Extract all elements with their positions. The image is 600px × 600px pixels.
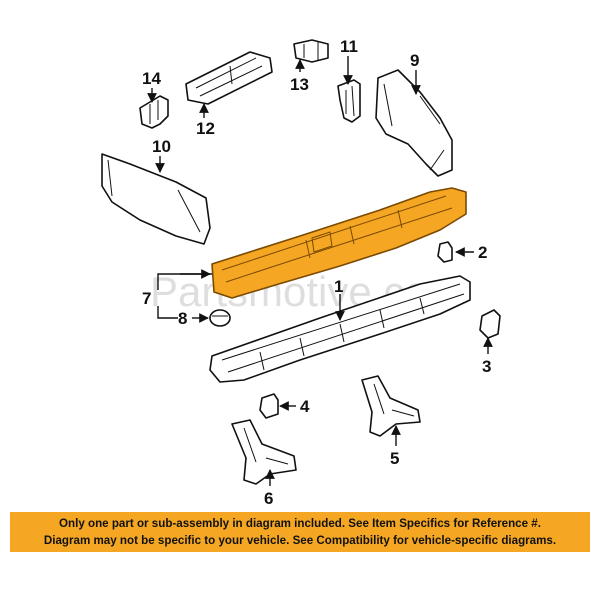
parts-diagram: Partsmotive.com xyxy=(101,37,501,508)
part-13-bracket xyxy=(293,39,329,63)
callout-1: 1 xyxy=(334,277,343,296)
callout-12: 12 xyxy=(196,119,215,138)
part-5-support-arm xyxy=(361,375,421,437)
callout-5: 5 xyxy=(390,449,399,468)
part-10-left-cover xyxy=(101,153,211,245)
part-6-support-arm xyxy=(231,419,297,485)
disclaimer-banner: Only one part or sub-assembly in diagram… xyxy=(10,512,590,552)
callout-10: 10 xyxy=(152,137,171,156)
callout-13: 13 xyxy=(290,75,309,94)
part-11-bracket xyxy=(337,79,361,123)
callout-11: 11 xyxy=(340,37,358,56)
callout-7: 7 xyxy=(142,289,151,308)
part-14-bracket xyxy=(139,95,169,129)
part-12-reinforcement xyxy=(185,51,273,105)
part-7-bumper-cover xyxy=(211,187,467,299)
callout-3: 3 xyxy=(482,357,491,376)
part-4-bracket xyxy=(259,393,279,419)
part-3-side-bracket xyxy=(479,309,501,339)
callout-9: 9 xyxy=(410,51,419,70)
callout-2: 2 xyxy=(478,243,487,262)
callout-4: 4 xyxy=(300,397,310,416)
callout-8: 8 xyxy=(178,309,187,328)
disclaimer-line-1: Only one part or sub-assembly in diagram… xyxy=(59,517,541,530)
disclaimer-line-2: Diagram may not be specific to your vehi… xyxy=(43,534,557,547)
part-8-plug xyxy=(209,309,231,327)
callout-6: 6 xyxy=(264,489,273,508)
part-2-clip xyxy=(437,241,453,263)
part-1-impact-bar xyxy=(209,275,471,383)
part-9-right-cover xyxy=(375,69,453,177)
callout-14: 14 xyxy=(142,69,161,88)
